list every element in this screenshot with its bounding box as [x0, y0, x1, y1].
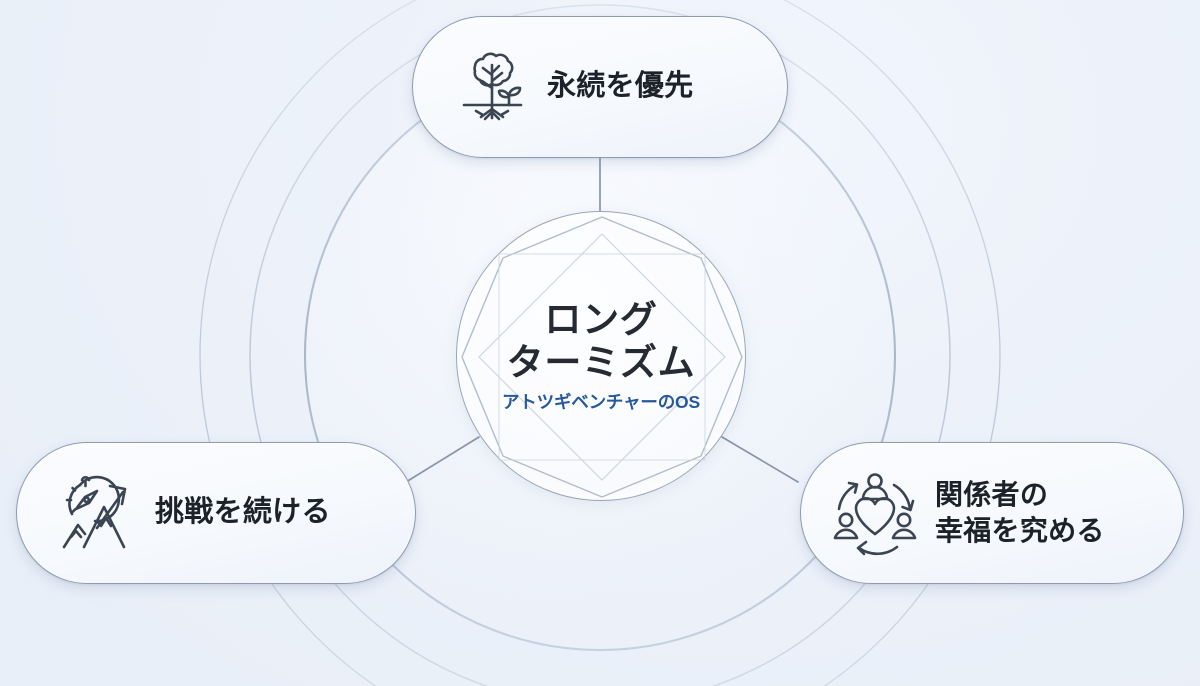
node-pill-right[interactable]: 関係者の 幸福を究める — [800, 442, 1184, 584]
node-pill-top[interactable]: 永続を優先 — [412, 16, 788, 158]
ring-outer-3 — [199, 0, 1001, 686]
node-label-left: 挑戦を続ける — [155, 496, 331, 529]
compass-mountain-arrow-icon — [62, 475, 127, 549]
center-hub: ロング ターミズム アトツギベンチャーのOS — [456, 211, 746, 501]
tree-icon — [462, 52, 523, 121]
node-label-top: 永続を優先 — [547, 70, 694, 103]
ring-outer-2 — [249, 4, 951, 686]
node-pill-left[interactable]: 挑戦を続ける — [16, 442, 416, 584]
node-label-right: 関係者の 幸福を究める — [935, 479, 1105, 546]
connector-right — [721, 436, 799, 483]
hub-subtitle: アトツギベンチャーのOS — [501, 392, 700, 413]
connector-left — [405, 436, 480, 483]
hub-title-line2: ターミズム — [506, 342, 696, 384]
hub-title-line1: ロング — [544, 299, 658, 341]
people-heart-cycle-icon — [833, 473, 917, 556]
